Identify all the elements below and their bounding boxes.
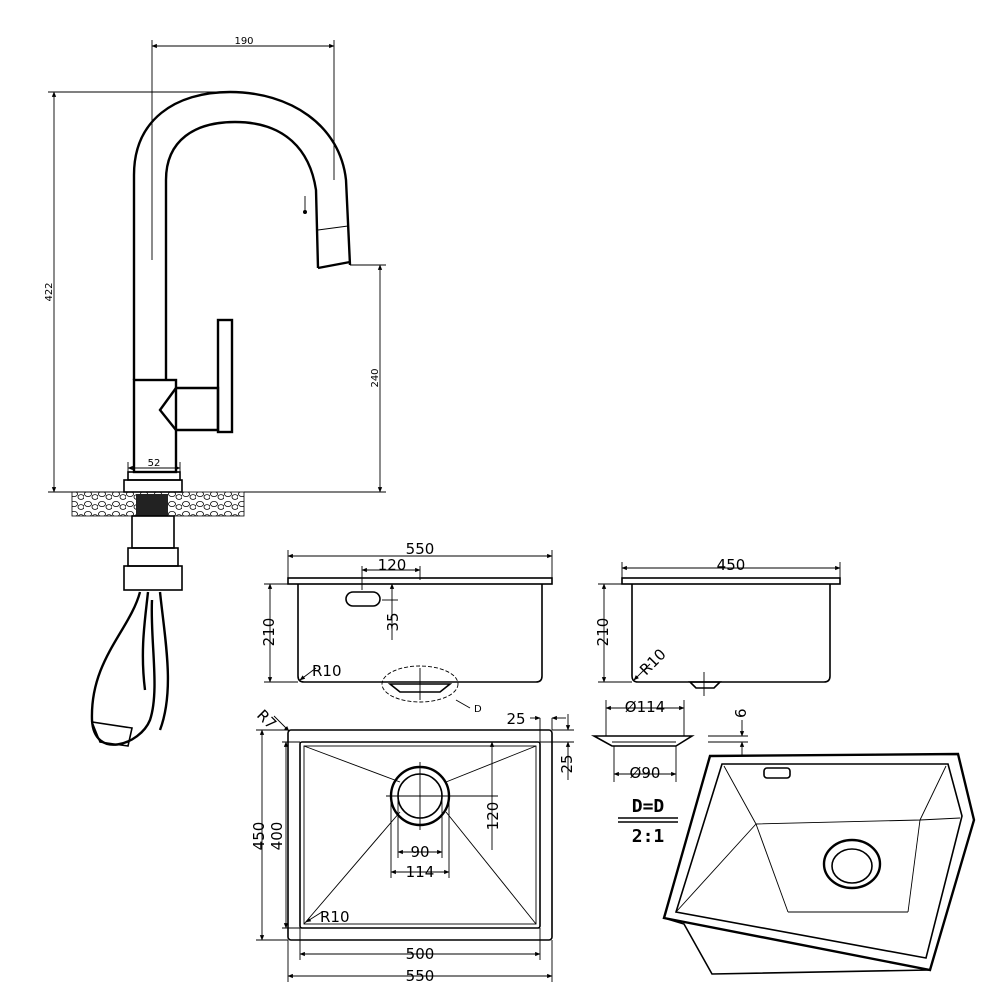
inner-width-dim: 500 [406, 945, 435, 963]
side-width-dim: 450 [717, 556, 746, 574]
base-width-dim: 52 [148, 458, 161, 469]
faucet-lever-handle [158, 386, 220, 432]
outer-width-dim: 550 [406, 967, 435, 985]
side-height-dim: 210 [594, 618, 612, 647]
spout-height-dim: 240 [370, 368, 381, 387]
front-radius-label: R10 [312, 662, 342, 680]
iso-drain [822, 838, 882, 890]
inner-height-dim: 400 [268, 822, 286, 851]
drain-outer-dim: 114 [406, 863, 435, 881]
bowl-radius-label: R10 [320, 908, 350, 926]
drain-offset-dim: 120 [484, 802, 502, 831]
sink-front-view: D 550 120 35 210 R10 [260, 540, 553, 715]
drain-outer-diameter-dim: Ø114 [625, 698, 665, 716]
corner-radius-label: R7 [253, 706, 280, 733]
front-height-dim: 210 [260, 618, 278, 647]
sink-side-view: 450 210 R10 [594, 556, 841, 696]
detail-scale: 2:1 [632, 826, 665, 847]
faucet-height-dim: 422 [44, 282, 55, 301]
drain-inner-diameter-dim: Ø90 [630, 764, 661, 782]
sink-top-view: R7 25 25 120 400 450 90 [250, 706, 576, 985]
side-radius-label: R10 [636, 645, 670, 679]
overflow-offset-dim: 120 [378, 556, 407, 574]
front-width-dim: 550 [406, 540, 435, 558]
drain-depth-dim: 6 [732, 708, 750, 718]
outer-height-dim: 450 [250, 822, 268, 851]
detail-marker-d: D [474, 704, 482, 715]
rim-side-dim: 25 [558, 754, 576, 773]
sink-isometric-view [662, 752, 976, 975]
faucet-width-dim: 190 [234, 36, 253, 47]
rim-dim: 25 [506, 710, 525, 728]
drain-detail-view: Ø114 Ø90 6 D=D 2:1 [590, 698, 750, 847]
faucet-view: 190 422 240 52 [44, 36, 386, 747]
detail-title: D=D [632, 796, 665, 817]
drain-inner-dim: 90 [410, 843, 429, 861]
overflow-height-dim: 35 [384, 612, 402, 631]
